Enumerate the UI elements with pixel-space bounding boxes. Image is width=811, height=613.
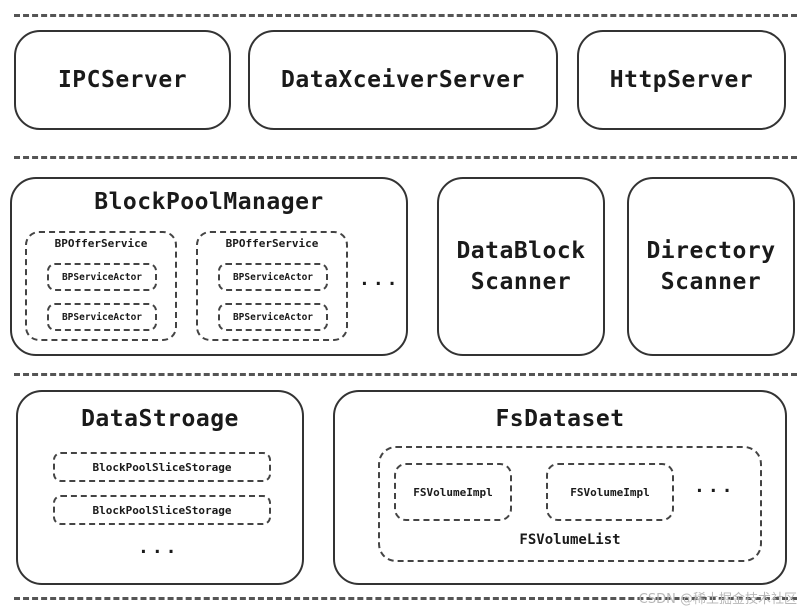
bp-service-actor-label: BPServiceActor <box>61 271 143 283</box>
data-storage-title: DataStroage <box>81 406 239 432</box>
bp-service-actor: BPServiceActor <box>47 263 157 291</box>
fs-volume-impl: FSVolumeImpl <box>546 463 674 521</box>
fs-volume-list: FSVolumeImpl FSVolumeImpl ... FSVolumeLi… <box>378 446 762 562</box>
fs-dataset-box: FsDataset FSVolumeImpl FSVolumeImpl ... … <box>333 390 787 585</box>
http-server-label: HttpServer <box>609 67 754 93</box>
bp-service-actor-label: BPServiceActor <box>61 311 143 323</box>
bp-service-actor-label: BPServiceActor <box>232 311 314 323</box>
datablock-scanner-line2: Scanner <box>470 268 572 295</box>
bp-offer-service-title: BPOfferService <box>225 237 319 250</box>
block-pool-ellipsis: ... <box>359 269 401 290</box>
separator-bottom <box>14 597 797 600</box>
fs-volume-impl: FSVolumeImpl <box>394 463 512 521</box>
fs-volume-ellipsis: ... <box>694 476 736 497</box>
data-storage-box: DataStroage BlockPoolSliceStorage BlockP… <box>16 390 304 585</box>
bp-offer-service-title: BPOfferService <box>54 237 148 250</box>
datablock-scanner-box: DataBlock Scanner <box>437 177 605 356</box>
block-pool-slice-storage-label: BlockPoolSliceStorage <box>92 460 232 474</box>
fs-volume-impl-label: FSVolumeImpl <box>570 485 650 499</box>
block-pool-slice-storage: BlockPoolSliceStorage <box>53 495 271 525</box>
dataxceiver-server-label: DataXceiverServer <box>281 67 525 93</box>
separator-top <box>14 14 797 17</box>
directory-scanner-line2: Scanner <box>660 268 762 295</box>
fs-dataset-title: FsDataset <box>495 406 625 432</box>
watermark: CSDN @稀土掘金技术社区 <box>638 592 797 607</box>
bp-offer-service-2: BPOfferService BPServiceActor BPServiceA… <box>196 231 348 341</box>
directory-scanner-box: Directory Scanner <box>627 177 795 356</box>
block-pool-slice-storage: BlockPoolSliceStorage <box>53 452 271 482</box>
block-pool-slice-storage-label: BlockPoolSliceStorage <box>92 503 232 517</box>
separator-1 <box>14 156 797 159</box>
fs-volume-list-label: FSVolumeList <box>519 532 621 548</box>
data-storage-ellipsis: ... <box>138 537 180 558</box>
block-pool-manager-box: BlockPoolManager BPOfferService BPServic… <box>10 177 408 356</box>
bp-service-actor: BPServiceActor <box>47 303 157 331</box>
ipc-server-box: IPCServer <box>14 30 231 130</box>
fs-volume-impl-label: FSVolumeImpl <box>413 485 493 499</box>
block-pool-manager-title: BlockPoolManager <box>94 189 324 215</box>
bp-service-actor: BPServiceActor <box>218 263 328 291</box>
directory-scanner-line1: Directory <box>646 237 776 264</box>
http-server-box: HttpServer <box>577 30 786 130</box>
separator-2 <box>14 373 797 376</box>
bp-service-actor-label: BPServiceActor <box>232 271 314 283</box>
ipc-server-label: IPCServer <box>57 67 188 93</box>
bp-offer-service-1: BPOfferService BPServiceActor BPServiceA… <box>25 231 177 341</box>
dataxceiver-server-box: DataXceiverServer <box>248 30 558 130</box>
bp-service-actor: BPServiceActor <box>218 303 328 331</box>
datablock-scanner-line1: DataBlock <box>456 237 586 264</box>
